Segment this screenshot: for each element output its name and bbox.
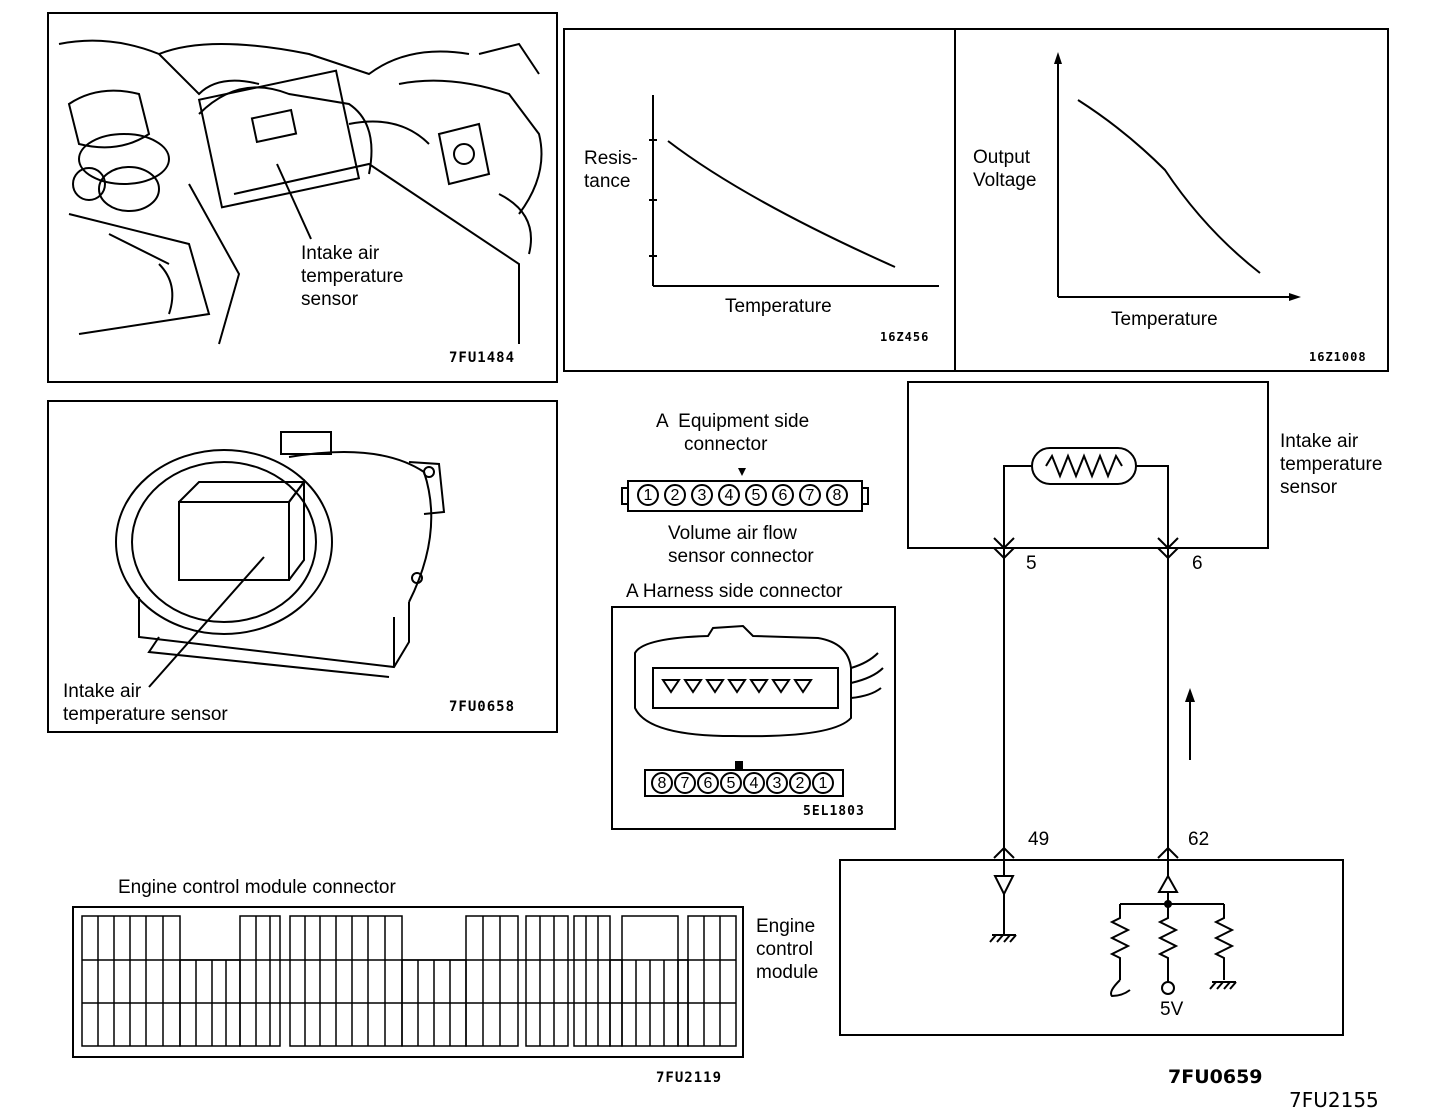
circuit-voltage-label: 5V [1160, 999, 1184, 1020]
engine-bay-figure-code: 7FU1484 [449, 350, 516, 366]
harness-pin-4: 4 [743, 772, 765, 794]
equipment-pin-5: 5 [745, 484, 767, 506]
page-figure-code: 7FU2155 [1289, 1088, 1379, 1112]
equipment-pin-4: 4 [718, 484, 740, 506]
harness-pin-8: 8 [651, 772, 673, 794]
voltage-graph-ylabel: Output Voltage [973, 147, 1037, 191]
equipment-connector-title: A Equipment side [656, 411, 810, 432]
harness-pin-2: 2 [789, 772, 811, 794]
voltage-graph-code: 16Z1008 [1309, 350, 1367, 364]
equipment-pin-7: 7 [799, 484, 821, 506]
equipment-connector-title-2: connector [684, 434, 768, 455]
voltage-graph-xlabel: Temperature [1111, 309, 1218, 330]
harness-connector-pins: 8 7 6 5 4 3 2 1 [651, 772, 834, 794]
harness-pin-7: 7 [674, 772, 696, 794]
equipment-pin-2: 2 [664, 484, 686, 506]
maf-sensor-illustration [115, 431, 446, 688]
voltage-graph [1054, 52, 1301, 301]
equipment-connector-pins: 1 2 3 4 5 6 7 8 [637, 484, 855, 508]
harness-pin-5: 5 [720, 772, 742, 794]
equipment-connector-caption: Volume air flow [668, 523, 797, 544]
sensor-box [907, 381, 1269, 549]
resistance-graph-xlabel: Temperature [725, 296, 832, 317]
circuit-figure-code: 7FU0659 [1168, 1066, 1263, 1088]
ecm-box [839, 859, 1344, 1036]
equipment-pin-1: 1 [637, 484, 659, 506]
circuit-pin-5: 5 [1026, 553, 1037, 574]
resistance-graph [649, 95, 939, 287]
harness-connector-panel: 8 7 6 5 4 3 2 1 5EL1803 [611, 606, 896, 830]
harness-pin-6: 6 [697, 772, 719, 794]
maf-sensor-panel: Intake air temperature sensor 7FU0658 [47, 400, 558, 733]
graphs-panel: Resis- tance Temperature 16Z456 Output V… [563, 28, 1389, 372]
circuit-sensor-label: Intake air temperature sensor [1280, 431, 1383, 498]
resistance-graph-ylabel: Resis- tance [584, 148, 638, 192]
equipment-pin-3: 3 [691, 484, 713, 506]
maf-sensor-label: Intake air temperature sensor [63, 681, 228, 725]
circuit-pin-62: 62 [1188, 829, 1210, 850]
graphs-divider [954, 30, 956, 370]
circuit-ecm-label: Engine control module [756, 916, 819, 983]
harness-connector-code: 5EL1803 [803, 804, 865, 819]
equipment-pin-6: 6 [772, 484, 794, 506]
harness-connector-illustration [634, 624, 884, 797]
engine-bay-panel: Intake air temperature sensor 7FU1484 [47, 12, 558, 383]
harness-connector-title: A Harness side connector [626, 581, 843, 602]
ecm-connector-code: 7FU2119 [656, 1070, 723, 1086]
ecm-connector-title: Engine control module connector [118, 877, 396, 898]
equipment-connector-caption-2: sensor connector [668, 546, 814, 567]
engine-bay-sensor-label: Intake air temperature sensor [301, 243, 404, 310]
resistance-graph-code: 16Z456 [880, 330, 930, 344]
harness-pin-3: 3 [766, 772, 788, 794]
circuit-pin-49: 49 [1028, 829, 1050, 850]
maf-sensor-figure-code: 7FU0658 [449, 699, 516, 715]
ecm-connector-frame [72, 906, 744, 1058]
circuit-pin-6: 6 [1192, 553, 1203, 574]
equipment-pin-8: 8 [826, 484, 848, 506]
engine-bay-illustration [58, 39, 543, 345]
harness-pin-1: 1 [812, 772, 834, 794]
